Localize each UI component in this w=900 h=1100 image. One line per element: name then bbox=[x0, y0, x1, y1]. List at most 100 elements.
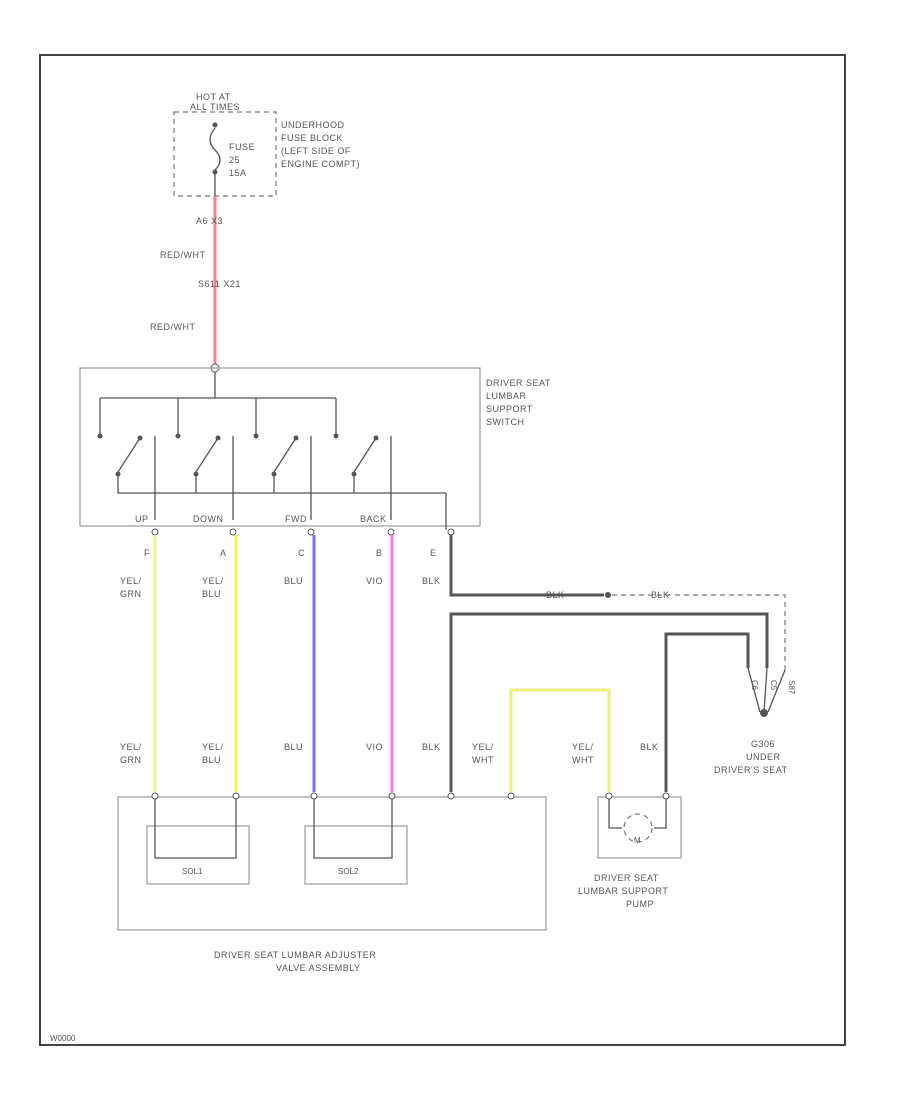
fuse-symbol bbox=[209, 127, 221, 171]
ground-name-1: G306 bbox=[751, 739, 775, 749]
switch-bus-dot bbox=[97, 433, 103, 439]
fuse-block-label-4: ENGINE COMPT) bbox=[281, 159, 360, 169]
switch-name-1: DRIVER SEAT bbox=[486, 378, 551, 388]
switch-label-down: DOWN bbox=[193, 514, 224, 524]
switch-bus-dot bbox=[333, 433, 339, 439]
pump-name-3: PUMP bbox=[626, 899, 654, 909]
valve-name-1: DRIVER SEAT LUMBAR ADJUSTER bbox=[214, 950, 376, 960]
contact-blade bbox=[353, 437, 377, 473]
valve-wire-yel-wht-2: WHT bbox=[472, 755, 494, 765]
solenoid-1-outline bbox=[146, 825, 250, 885]
pump-name-2: LUMBAR SUPPORT bbox=[578, 886, 668, 896]
solenoid-2-coil bbox=[313, 799, 393, 859]
pump-ground-wire bbox=[664, 632, 750, 792]
pump-wire-blk: BLK bbox=[640, 742, 659, 752]
pump-motor-label: M bbox=[634, 836, 641, 845]
switch-common-return bbox=[117, 474, 446, 494]
fuse-label-1: FUSE bbox=[229, 142, 255, 152]
pin-b-label: B bbox=[376, 548, 383, 558]
yel-wht-wire bbox=[509, 688, 611, 792]
pin-a6-label: A6 X3 bbox=[196, 216, 223, 226]
hot-at-label-1: HOT AT bbox=[196, 92, 231, 102]
wire-label-vio: VIO bbox=[366, 576, 383, 586]
splice-label: S611 X21 bbox=[198, 279, 241, 289]
switch-outline bbox=[79, 367, 481, 527]
ground-name-2: UNDER bbox=[746, 752, 781, 762]
wire-label-blk: BLK bbox=[422, 576, 441, 586]
fuse-block: HOT AT ALL TIMES FUSE 25 15A UNDERHOOD F… bbox=[173, 92, 360, 197]
switch-pin-b bbox=[387, 528, 395, 536]
valve-wire-yel-blu-2: BLU bbox=[202, 755, 221, 765]
valve-wire-vio: VIO bbox=[366, 742, 383, 752]
pump-wire-yel-wht-2: WHT bbox=[572, 755, 594, 765]
switch-name-4: SWITCH bbox=[486, 417, 525, 427]
switch-pin-c bbox=[307, 528, 315, 536]
contact-blade bbox=[117, 437, 141, 473]
fuse-block-label-3: (LEFT SIDE OF bbox=[281, 146, 351, 156]
valve-name-2: VALVE ASSEMBLY bbox=[276, 963, 361, 973]
valve-assembly: SOL1 SOL2 DRIVER SEAT LUMBAR ADJUSTER VA… bbox=[117, 792, 547, 973]
valve-wire-yel-grn-1: YEL/ bbox=[120, 742, 142, 752]
ground-splice bbox=[605, 592, 611, 598]
diagram-code: W0000 bbox=[50, 1034, 76, 1043]
solenoid-2-outline bbox=[304, 825, 408, 885]
wire-label-yel-grn-1: YEL/ bbox=[120, 576, 142, 586]
pump-pin bbox=[662, 792, 670, 800]
pump-name-1: DRIVER SEAT bbox=[594, 873, 659, 883]
switch-pin-e bbox=[447, 528, 455, 536]
valve-outline bbox=[117, 796, 547, 931]
switch-label-back: BACK bbox=[360, 514, 387, 524]
switch-pin-f bbox=[151, 528, 159, 536]
valve-pin bbox=[447, 792, 455, 800]
pin-c-label: C bbox=[298, 548, 305, 558]
valve-pin bbox=[151, 792, 159, 800]
valve-ground-wire bbox=[449, 612, 769, 792]
ground-point bbox=[760, 709, 768, 717]
contact-blade bbox=[195, 437, 219, 473]
pump-wire-yel-wht-1: YEL/ bbox=[572, 742, 594, 752]
fuse-label-3: 15A bbox=[229, 168, 247, 178]
ground-wire-label-left: BLK bbox=[546, 590, 565, 600]
ground-pin-c5: C5 bbox=[769, 680, 778, 691]
contact-blade bbox=[273, 437, 297, 473]
red-wht-label-1: RED/WHT bbox=[160, 250, 206, 260]
pump-outline bbox=[597, 796, 682, 859]
switch-contact-up bbox=[115, 435, 446, 520]
ground-circuit: BLK BLK C6 C5 S87 G306 UNDER DRIVER'S SE… bbox=[449, 535, 796, 792]
ground-pin-c6: C6 bbox=[750, 680, 759, 691]
ground-dashed-wire bbox=[612, 594, 786, 670]
pump-motor-symbol bbox=[623, 813, 653, 843]
fuse-block-outline bbox=[173, 111, 277, 197]
solenoid-2-label: SOL2 bbox=[338, 867, 359, 876]
valve-wire-yel-blu-1: YEL/ bbox=[202, 742, 224, 752]
valve-pin bbox=[310, 792, 318, 800]
power-feed: A6 X3 RED/WHT S611 X21 RED/WHT bbox=[150, 196, 241, 373]
fuse-block-label-2: FUSE BLOCK bbox=[281, 133, 343, 143]
solenoid-1-label: SOL1 bbox=[182, 867, 203, 876]
switch-name-3: SUPPORT bbox=[486, 404, 533, 414]
pin-a-label: A bbox=[220, 548, 227, 558]
diagram-frame bbox=[39, 54, 846, 1046]
valve-pin bbox=[232, 792, 240, 800]
wire-label-yel-blu-2: BLU bbox=[202, 589, 221, 599]
valve-pin bbox=[507, 792, 515, 800]
ground-wire-label-right: BLK bbox=[651, 590, 670, 600]
red-wht-label-2: RED/WHT bbox=[150, 322, 196, 332]
switch-bus bbox=[99, 372, 337, 436]
valve-wire-yel-grn-2: GRN bbox=[120, 755, 142, 765]
pump-leads bbox=[608, 799, 667, 829]
wire-label-yel-grn-2: GRN bbox=[120, 589, 142, 599]
lumbar-switch: DRIVER SEAT LUMBAR SUPPORT SWITCH bbox=[79, 367, 551, 536]
valve-pin bbox=[388, 792, 396, 800]
fuse-terminal-top bbox=[212, 122, 218, 128]
ground-name-3: DRIVER'S SEAT bbox=[714, 765, 788, 775]
fuse-block-label-1: UNDERHOOD bbox=[281, 120, 345, 130]
switch-label-up: UP bbox=[135, 514, 149, 524]
switch-ground-wire bbox=[449, 535, 604, 597]
switch-name-2: LUMBAR bbox=[486, 391, 527, 401]
ground-pin-s87: S87 bbox=[787, 680, 796, 695]
solenoid-1-coil bbox=[154, 799, 237, 859]
valve-wire-blk: BLK bbox=[422, 742, 441, 752]
switch-bus-dot bbox=[175, 433, 181, 439]
